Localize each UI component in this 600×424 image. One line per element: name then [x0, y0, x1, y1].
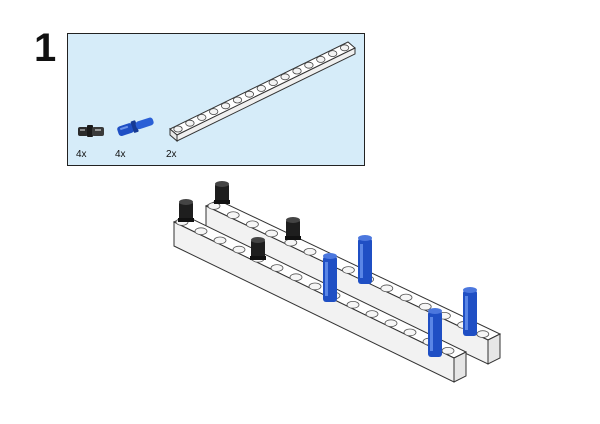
blue-technic-axle-pin-icon — [117, 117, 154, 136]
beam-hole — [441, 346, 455, 355]
part-quantity-black-pin: 4x — [76, 149, 87, 160]
beam-hole — [268, 79, 278, 86]
beam-hole — [327, 291, 341, 300]
blue-pin-front-right — [428, 308, 442, 357]
beam-hole — [197, 114, 207, 121]
beam-hole — [380, 284, 394, 293]
beam-hole — [341, 266, 355, 274]
beam-hole — [209, 108, 219, 115]
blue-pin-front-mid — [323, 253, 337, 302]
beam-hole — [308, 282, 322, 291]
blue-pin-back-right — [463, 287, 477, 336]
beam-hole — [251, 254, 265, 263]
black-pin-front-mid — [250, 237, 266, 260]
beam-hole — [207, 202, 221, 210]
beam-hole — [270, 264, 284, 272]
part-quantity-white-beam: 2x — [166, 149, 177, 160]
black-technic-pin-icon — [78, 125, 104, 137]
beam-hole — [322, 257, 336, 265]
black-pin-back-mid — [285, 217, 301, 240]
black-pin-front-left — [178, 199, 194, 222]
beam-hole — [328, 50, 338, 58]
beam-hole — [232, 96, 243, 104]
beam-hole — [422, 337, 436, 346]
beam-hole — [256, 85, 266, 92]
beam-hole — [284, 238, 298, 247]
beam-hole — [226, 211, 240, 219]
beam-hole — [292, 67, 302, 75]
beam-hole — [265, 229, 279, 238]
beam-hole — [403, 328, 417, 337]
beam-hole — [173, 125, 183, 133]
beam-hole — [303, 247, 317, 256]
beam-hole — [437, 311, 451, 320]
black-pin-back-left — [214, 181, 230, 204]
beam-hole — [221, 102, 231, 110]
beam-hole — [244, 90, 254, 98]
beam-hole — [232, 245, 246, 254]
beam-hole — [361, 275, 375, 284]
beam-hole — [289, 273, 303, 282]
back-beam-15 — [204, 199, 502, 365]
beam-hole — [194, 227, 208, 236]
beam-hole — [175, 218, 189, 226]
beam-hole — [304, 61, 314, 69]
beam-hole — [457, 321, 471, 329]
beam-hole — [418, 302, 432, 311]
beam-hole — [213, 236, 227, 245]
beam-hole — [316, 55, 326, 63]
front-beam-15 — [172, 215, 468, 383]
blue-pin-back-mid — [358, 235, 372, 284]
parts-list-panel: 4x 4x 2x — [67, 33, 365, 166]
beam-hole — [185, 119, 195, 127]
beam-hole — [365, 310, 379, 318]
beam-hole — [245, 220, 259, 229]
part-quantity-blue-pin: 4x — [115, 149, 126, 160]
parts-list-illustration — [78, 41, 356, 143]
beam-hole — [280, 73, 290, 81]
beam-hole — [384, 319, 398, 328]
step-number: 1 — [34, 26, 57, 70]
beam-hole — [476, 330, 490, 338]
beam-hole — [339, 44, 350, 52]
beam-hole — [399, 293, 413, 302]
white-technic-beam-15-icon — [169, 41, 356, 143]
beam-hole — [346, 300, 360, 309]
